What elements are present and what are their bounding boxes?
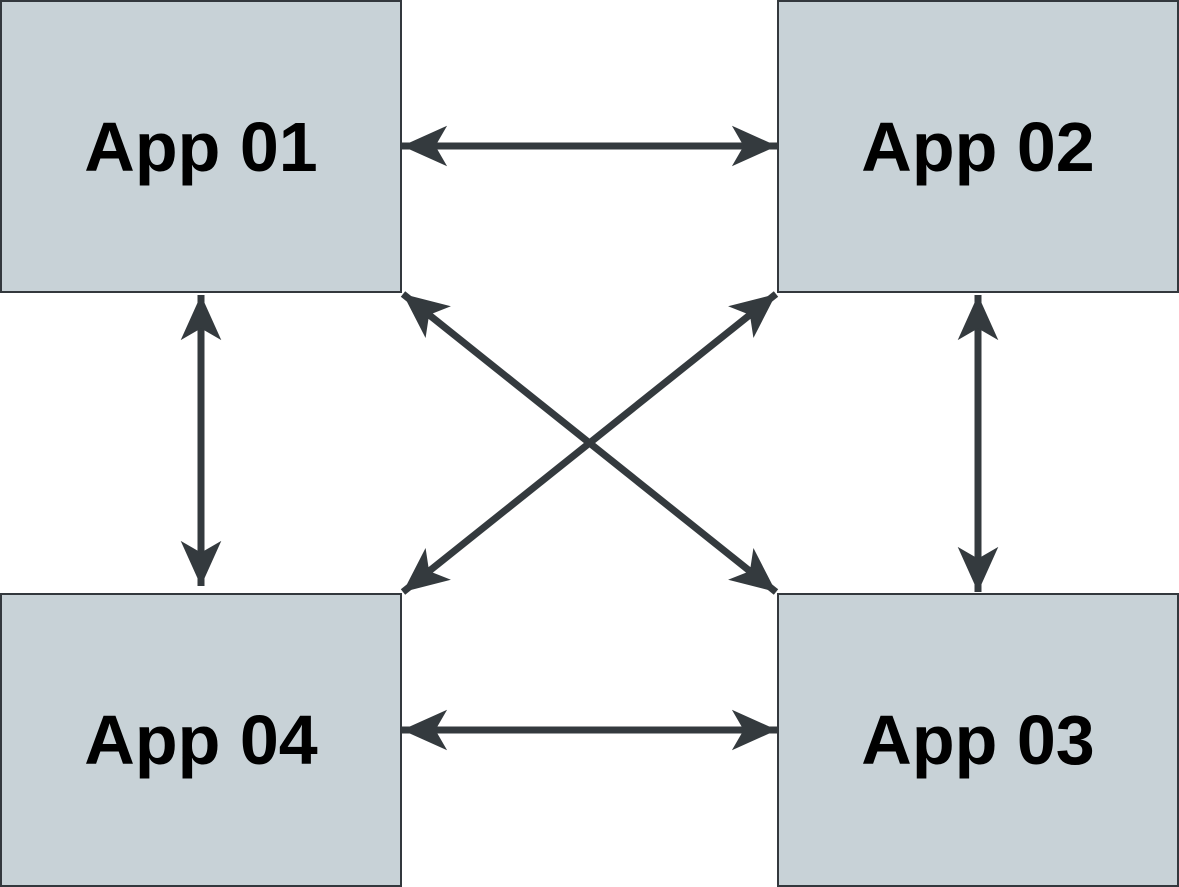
node-app-03: App 03 <box>777 593 1179 887</box>
node-app-03-label: App 03 <box>861 701 1095 779</box>
node-app-04: App 04 <box>0 593 402 887</box>
node-app-02-label: App 02 <box>861 107 1095 186</box>
node-app-01: App 01 <box>0 0 402 293</box>
edge-app02-app04 <box>400 291 779 595</box>
node-app-04-label: App 04 <box>84 701 318 779</box>
node-app-01-label: App 01 <box>84 107 318 186</box>
node-app-02: App 02 <box>777 0 1179 293</box>
edge-app01-app03 <box>400 291 779 595</box>
